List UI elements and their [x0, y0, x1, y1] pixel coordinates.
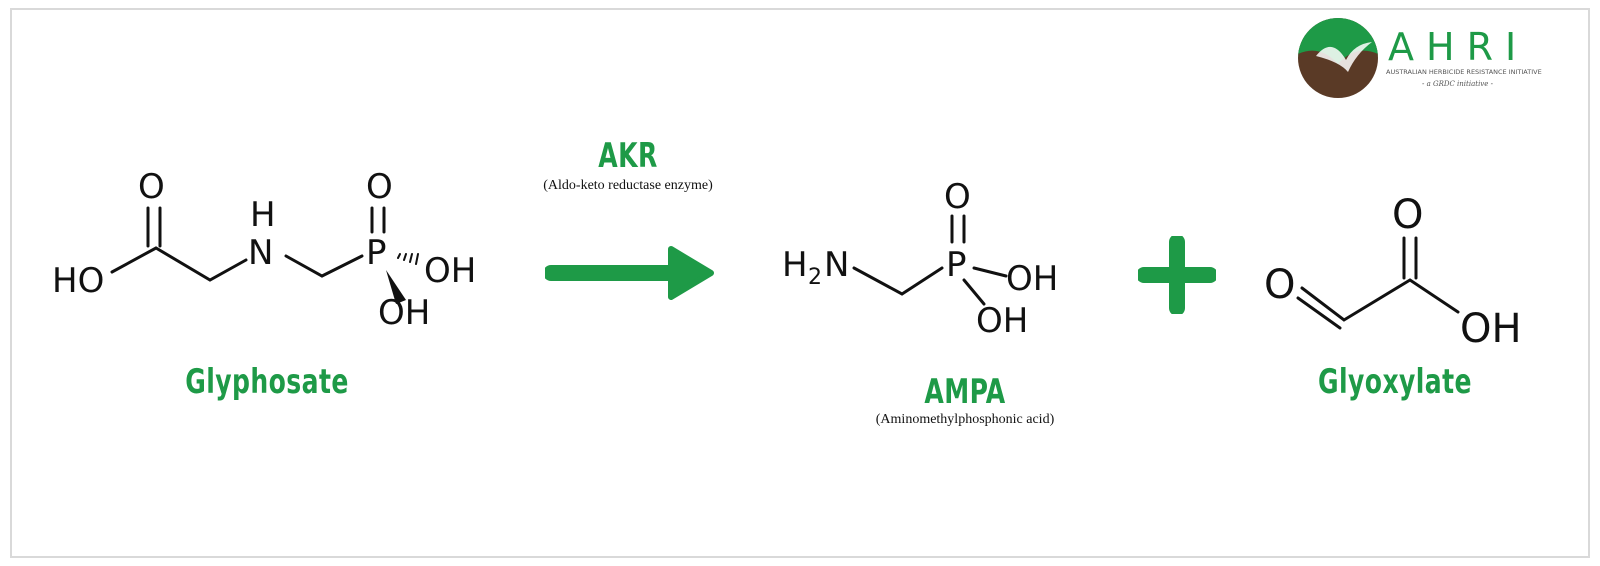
atom-hydroxyl-right: OH — [424, 251, 476, 291]
glyoxylate-structure: O O OH — [1264, 192, 1522, 348]
enzyme-label: AKR — [598, 136, 658, 176]
atom-oxygen-phosphoryl: O — [944, 177, 971, 217]
bond-chain-left — [110, 246, 248, 282]
atom-hydrogen: H — [782, 245, 808, 285]
bond-hash — [397, 253, 419, 265]
subscript-two: 2 — [808, 265, 822, 290]
atom-hydroxyl-left: HO — [52, 261, 104, 301]
atom-hydroxyl-right: OH — [1006, 259, 1058, 299]
bond-p-oh — [962, 266, 1008, 306]
logo-subtitle: AUSTRALIAN HERBICIDE RESISTANCE INITIATI… — [1386, 68, 1542, 76]
bond-double-po — [370, 206, 386, 234]
right-arrow-icon — [545, 246, 714, 300]
bond-chain — [1300, 278, 1460, 322]
atom-oxygen-aldehyde: O — [1264, 262, 1295, 308]
logo-name: AHRI — [1388, 25, 1528, 69]
bond-double-aldehyde — [1296, 296, 1342, 330]
logo-tagline: - a GRDC initiative - — [1422, 80, 1494, 88]
enzyme-full-name: (Aldo-keto reductase enzyme) — [543, 178, 713, 193]
ampa-structure: H 2 N O P OH OH — [782, 177, 1058, 341]
bond-chain-right — [284, 254, 364, 278]
atom-nitrogen: N — [824, 245, 849, 285]
atom-hydroxyl: OH — [1460, 306, 1522, 348]
atom-oxygen-carbonyl: O — [1392, 192, 1423, 238]
atom-nitrogen: N — [248, 233, 273, 273]
ampa-full-name: (Aminomethylphosphonic acid) — [875, 412, 1055, 427]
glyphosate-label: Glyphosate — [185, 362, 349, 402]
glyphosate-structure: O H N O P HO OH OH — [52, 167, 476, 333]
glyoxylate-label: Glyoxylate — [1318, 362, 1472, 402]
bond-wedge — [386, 270, 406, 304]
logo-sprout-icon — [1316, 42, 1372, 72]
bond-double-carbonyl — [1402, 236, 1418, 280]
atom-oxygen-phosphoryl: O — [366, 167, 393, 207]
atom-hydrogen: H — [250, 195, 276, 235]
bond-chain — [852, 266, 944, 296]
bond-double-po — [950, 214, 966, 244]
atom-phosphorus: P — [366, 233, 387, 273]
ampa-label: AMPA — [924, 372, 1006, 412]
atom-hydroxyl-bottom: OH — [976, 301, 1028, 341]
atom-phosphorus: P — [946, 245, 967, 285]
atom-oxygen: O — [138, 167, 165, 207]
logo-leaf-icon — [1298, 18, 1378, 64]
bond-double-co — [146, 206, 162, 248]
plus-icon — [1138, 236, 1216, 314]
ahri-logo: AHRI AUSTRALIAN HERBICIDE RESISTANCE INI… — [1298, 18, 1542, 98]
diagram-frame — [10, 8, 1590, 558]
